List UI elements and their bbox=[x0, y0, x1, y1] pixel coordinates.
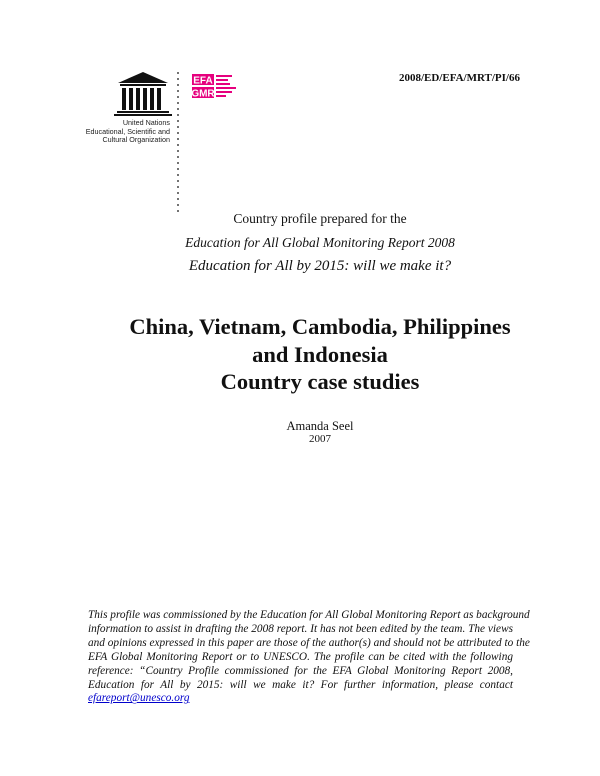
svg-text:GMR: GMR bbox=[192, 89, 215, 100]
disclaimer-line: reference: “Country Profile commissioned… bbox=[88, 664, 513, 677]
efa-gmr-logo: EFA GMR bbox=[192, 74, 236, 100]
contact-email-link[interactable]: efareport@unesco.org bbox=[88, 692, 190, 705]
disclaimer-line: information to assist in drafting the 20… bbox=[88, 622, 513, 635]
report-name: Education for All Global Monitoring Repo… bbox=[185, 235, 455, 250]
document-code: 2008/ED/EFA/MRT/PI/66 bbox=[398, 72, 520, 84]
disclaimer-line: and opinions expressed in this paper are… bbox=[88, 636, 530, 649]
intro-line: Country profile prepared for the bbox=[233, 211, 407, 226]
disclaimer-line: This profile was commissioned by the Edu… bbox=[88, 609, 530, 621]
title-line: China, Vietnam, Cambodia, Philippines bbox=[129, 314, 511, 339]
organization-name: United Nations Educational, Scientific a… bbox=[80, 118, 170, 145]
org-line: Cultural Organization bbox=[102, 135, 170, 145]
author: Amanda Seel bbox=[286, 419, 354, 433]
disclaimer-line: Education for All by 2015: will we make … bbox=[88, 678, 513, 691]
title-line: Country case studies bbox=[220, 369, 420, 394]
year: 2007 bbox=[309, 433, 331, 445]
org-line: Educational, Scientific and bbox=[85, 126, 170, 136]
dotted-divider bbox=[177, 70, 179, 215]
disclaimer: This profile was commissioned by the Edu… bbox=[88, 609, 530, 706]
report-subtitle: Education for All by 2015: will we make … bbox=[188, 258, 452, 274]
svg-text:EFA: EFA bbox=[193, 76, 212, 87]
org-line: United Nations bbox=[122, 118, 170, 127]
disclaimer-line: EFA Global Monitoring Report or to UNESC… bbox=[88, 650, 513, 663]
unesco-logo bbox=[114, 72, 172, 116]
title-line: and Indonesia bbox=[252, 341, 388, 367]
page-title: China, Vietnam, Cambodia, Philippines an… bbox=[0, 313, 600, 396]
